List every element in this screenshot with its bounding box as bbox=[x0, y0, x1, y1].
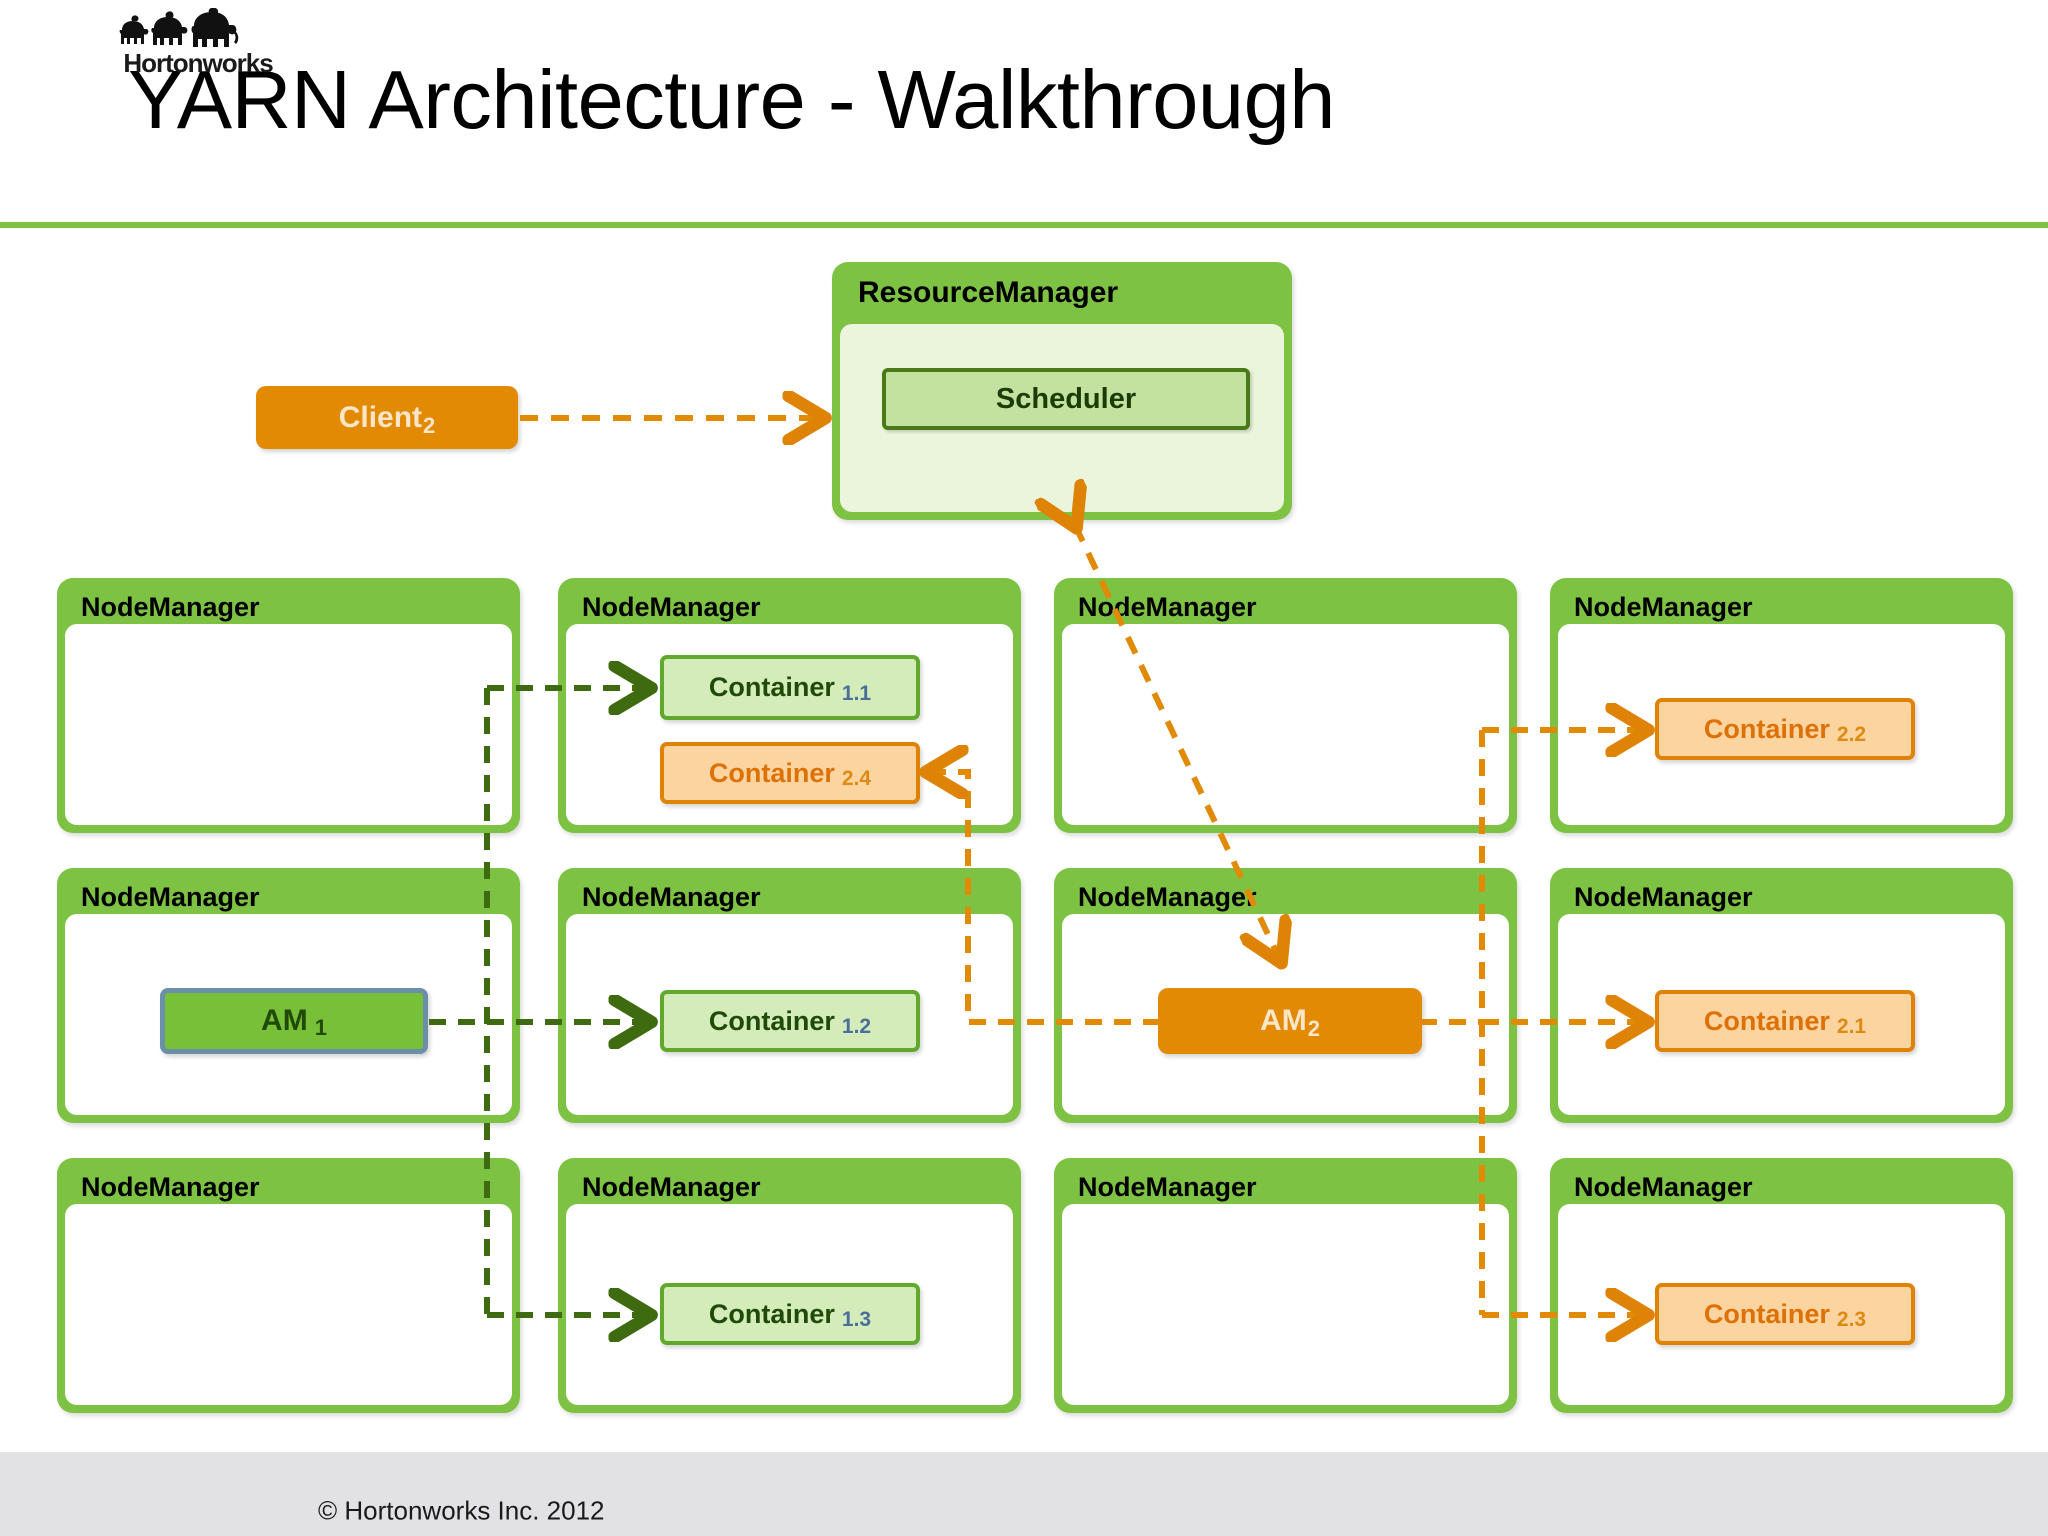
node-manager-title: NodeManager bbox=[1078, 882, 1257, 912]
resource-manager-title: ResourceManager bbox=[858, 276, 1119, 309]
container-2-3-label: Container bbox=[1703, 1298, 1830, 1329]
footer-bar bbox=[0, 1452, 2048, 1536]
node-manager-panel-9[interactable]: NodeManager bbox=[57, 1158, 520, 1413]
node-manager-title: NodeManager bbox=[81, 592, 260, 622]
resource-manager-panel[interactable]: ResourceManager Scheduler bbox=[832, 262, 1292, 520]
copyright-text: © Hortonworks Inc. 2012 bbox=[318, 1495, 605, 1526]
node-manager-panel-3[interactable]: NodeManager bbox=[1054, 578, 1517, 833]
node-manager-title: NodeManager bbox=[1078, 592, 1257, 622]
node-manager-title: NodeManager bbox=[81, 1172, 260, 1202]
page-title: YARN Architecture - Walkthrough bbox=[128, 53, 1335, 146]
container-2-2-box[interactable]: Container 2.2 bbox=[1655, 698, 1915, 760]
node-manager-title: NodeManager bbox=[582, 882, 761, 912]
node-manager-body bbox=[65, 1204, 512, 1405]
client-subscript: 2 bbox=[423, 412, 436, 438]
elephants-icon bbox=[119, 7, 239, 47]
title-divider bbox=[0, 222, 2048, 228]
container-2-2-label: Container bbox=[1703, 713, 1830, 744]
container-2-4-label: Container bbox=[708, 757, 835, 788]
node-manager-title: NodeManager bbox=[582, 1172, 761, 1202]
container-1-3-box[interactable]: Container 1.3 bbox=[660, 1283, 920, 1345]
am-1-subscript: 1 bbox=[314, 1015, 327, 1040]
node-manager-title: NodeManager bbox=[81, 882, 260, 912]
node-manager-panel-1[interactable]: NodeManager bbox=[57, 578, 520, 833]
container-2-1-box[interactable]: Container 2.1 bbox=[1655, 990, 1915, 1052]
container-1-2-subscript: 1.2 bbox=[841, 1015, 872, 1038]
container-2-4-box[interactable]: Container 2.4 bbox=[660, 742, 920, 804]
node-manager-body bbox=[1062, 624, 1509, 825]
container-1-3-label: Container bbox=[708, 1298, 835, 1329]
node-manager-title: NodeManager bbox=[1574, 882, 1753, 912]
container-1-1-subscript: 1.1 bbox=[841, 681, 872, 705]
am-2-label: AM bbox=[1260, 1004, 1307, 1037]
node-manager-body bbox=[1062, 1204, 1509, 1405]
container-1-2-box[interactable]: Container 1.2 bbox=[660, 990, 920, 1052]
client-label: Client bbox=[338, 400, 423, 434]
hortonworks-logo: Hortonworks bbox=[108, 7, 288, 80]
node-manager-title: NodeManager bbox=[582, 592, 761, 622]
node-manager-title: NodeManager bbox=[1574, 592, 1753, 622]
container-1-3-subscript: 1.3 bbox=[841, 1308, 872, 1331]
container-1-2-label: Container bbox=[708, 1005, 835, 1036]
node-manager-body bbox=[65, 624, 512, 825]
container-2-1-subscript: 2.1 bbox=[1836, 1015, 1867, 1038]
node-manager-title: NodeManager bbox=[1574, 1172, 1753, 1202]
container-1-1-label: Container bbox=[708, 672, 835, 702]
node-manager-panel-11[interactable]: NodeManager bbox=[1054, 1158, 1517, 1413]
am-2-subscript: 2 bbox=[1307, 1016, 1320, 1041]
hortonworks-wordmark: Hortonworks bbox=[123, 48, 273, 78]
resource-manager-body: Scheduler bbox=[840, 324, 1284, 512]
am-1-label: AM bbox=[261, 1004, 308, 1037]
node-manager-panel-10[interactable]: NodeManager bbox=[558, 1158, 1021, 1413]
container-2-1-label: Container bbox=[1703, 1005, 1830, 1036]
scheduler-box[interactable]: Scheduler bbox=[882, 368, 1250, 430]
container-2-2-subscript: 2.2 bbox=[1836, 723, 1867, 746]
container-2-4-subscript: 2.4 bbox=[841, 767, 872, 790]
node-manager-title: NodeManager bbox=[1078, 1172, 1257, 1202]
container-2-3-subscript: 2.3 bbox=[1836, 1308, 1867, 1331]
container-2-3-box[interactable]: Container 2.3 bbox=[1655, 1283, 1915, 1345]
